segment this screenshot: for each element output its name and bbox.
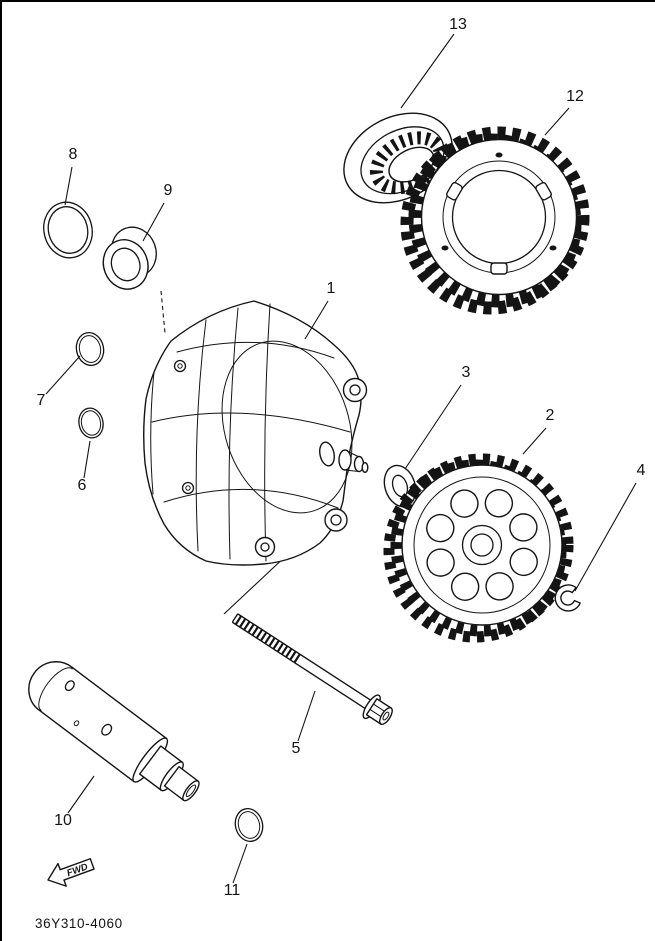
leader-line-13 <box>400 33 455 109</box>
callout-4: 4 <box>637 462 646 479</box>
callout-5: 5 <box>292 740 301 757</box>
callout-13: 13 <box>449 16 467 33</box>
callout-3: 3 <box>462 364 471 381</box>
part-o-ring-6 <box>78 407 104 439</box>
part-shaft-10 <box>28 661 200 802</box>
fwd-label: FWD <box>65 861 89 879</box>
leader-line-1 <box>304 300 329 340</box>
leader-line-11 <box>232 843 248 884</box>
leader-line-2 <box>522 427 547 455</box>
leader-line-5 <box>297 690 316 742</box>
dashed-assembly-line <box>160 290 166 334</box>
part-clutch-gear-12 <box>400 126 590 315</box>
leader-line-9 <box>142 202 165 242</box>
part-bolt-5 <box>231 613 393 726</box>
leader-line-7 <box>45 355 81 395</box>
leader-line-3 <box>404 384 462 470</box>
leader-line-12 <box>544 107 570 136</box>
callout-6: 6 <box>78 477 87 494</box>
leader-line-10 <box>67 775 95 814</box>
part-o-ring-8 <box>43 201 93 259</box>
fwd-arrow-icon: FWD <box>47 858 95 887</box>
diagram-code: 36Y310-4060 <box>35 916 123 931</box>
callout-2: 2 <box>546 407 555 424</box>
leader-line-8 <box>64 166 73 206</box>
part-oil-pump-body-1 <box>143 300 369 566</box>
callout-10: 10 <box>54 812 72 829</box>
leader-line-6 <box>83 440 91 479</box>
callout-8: 8 <box>69 146 78 163</box>
callout-1: 1 <box>327 280 336 297</box>
part-sprocket-2 <box>383 453 574 643</box>
part-o-ring-11 <box>234 808 264 842</box>
part-bushing-9 <box>102 226 157 290</box>
callout-9: 9 <box>164 182 173 199</box>
leader-line-4 <box>574 482 637 592</box>
callout-11: 11 <box>224 882 241 899</box>
callout-7: 7 <box>37 392 46 409</box>
callout-12: 12 <box>566 88 584 105</box>
part-circlip-4 <box>554 584 581 612</box>
part-o-ring-7 <box>75 331 105 367</box>
